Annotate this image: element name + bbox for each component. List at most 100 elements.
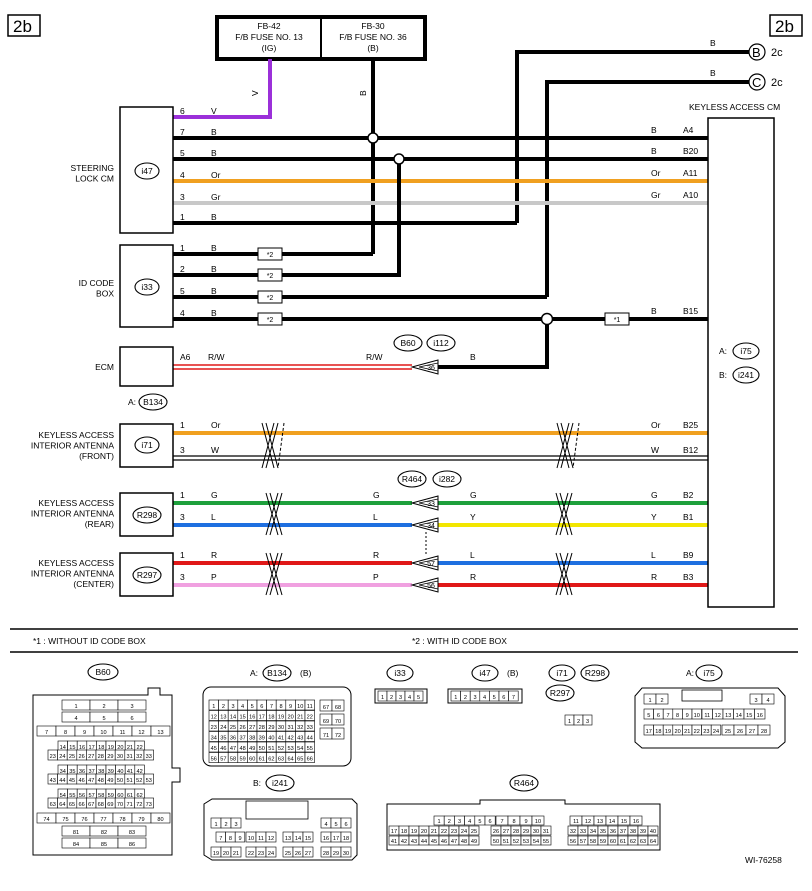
cv-b60-label: B60 (95, 667, 110, 677)
kcm-pin-B1: B1 (683, 512, 694, 522)
steering-name-line0: STEERING (71, 163, 114, 173)
cv-b60-row6-pin-49: 49 (107, 778, 113, 784)
cv-b134-suffix: (B) (300, 668, 312, 678)
cv-r464-r0c-pin-15: 15 (621, 819, 627, 825)
cv-i75-row1a-pin-10: 10 (694, 713, 700, 719)
steering-wire-color-5: B (211, 148, 217, 158)
cv-r464-r1c-pin-39: 39 (640, 829, 646, 835)
cv-i47-oval (471, 664, 499, 682)
cv-i47-pin-3: 3 (473, 695, 476, 701)
cv-i241-r0a-pin-1: 1 (214, 822, 217, 828)
cv-b60-row4-pin-26: 26 (78, 754, 84, 760)
cv-b60-row10-pin-81: 81 (73, 830, 79, 836)
cv-i75-row1b-pin-14: 14 (736, 713, 742, 719)
ecm-joint-out-color: B (470, 352, 476, 362)
twist-front-0-shield (277, 422, 285, 469)
center-conn-label: R297 (137, 570, 158, 580)
cv-b134-row2-pin-23: 23 (211, 725, 217, 731)
rear-pin-3: 3 (180, 512, 185, 522)
kcm-wire-color-A10: Gr (651, 190, 661, 200)
cv-r464-r1c-pin-32: 32 (570, 829, 576, 835)
cv-b134-row1-pin-20: 20 (287, 714, 293, 720)
rear-joint-in-color-57: R (373, 550, 379, 560)
kcm-pin-B20: B20 (683, 146, 698, 156)
cv-i75-row2a-pin-20: 20 (674, 729, 680, 735)
front-prefix-conn-label: B134 (143, 397, 163, 407)
cv-b60-row11-pin-86: 86 (129, 842, 135, 848)
cv-b60-row4-pin-27: 27 (88, 754, 94, 760)
cv-r464-r2c-pin-61: 61 (620, 839, 626, 845)
idbox-name-line0: ID CODE (79, 278, 115, 288)
twist-0-a (265, 492, 283, 536)
cv-i33-pin-3: 3 (399, 695, 402, 701)
rear-name-line2: (REAR) (85, 519, 114, 529)
cv-b134-row2-pin-31: 31 (287, 725, 293, 731)
cv-b134-row2-pin-29: 29 (268, 725, 274, 731)
twist-1-a (555, 492, 573, 536)
cv-r464-r1b-pin-30: 30 (533, 829, 539, 835)
twist-0-b (265, 492, 283, 536)
cv-r464-oval (509, 774, 539, 792)
cv-r464-r1c-pin-34: 34 (590, 829, 596, 835)
cv-b60-row6-pin-48: 48 (98, 778, 104, 784)
cv-b60-row3-pin-15: 15 (69, 745, 75, 751)
cv-b134-oval (262, 664, 292, 682)
kcm-wire-color-B2: G (651, 490, 658, 500)
cv-b60-row8-pin-73: 73 (146, 802, 152, 808)
front-pin-1: 1 (180, 420, 185, 430)
cv-b134-row3-pin-38: 38 (249, 735, 255, 741)
cv-b134-row0-pin-5: 5 (251, 704, 254, 710)
rear-joint-57-inner (418, 558, 439, 568)
kcm-conn-b-prefix: B: (719, 370, 727, 380)
cv-i241-r1d-cell-2 (340, 831, 352, 843)
cv-r464-r1c-pin-36: 36 (610, 829, 616, 835)
rear-joint-conn1-oval (397, 470, 427, 488)
cv-b60-row5-pin-36: 36 (79, 769, 85, 775)
cv-b134-row5-pin-59: 59 (239, 756, 245, 762)
cv-r464-r0b-pin-7: 7 (500, 819, 503, 825)
wire-label-offpage-c: B (710, 68, 716, 78)
cv-i75-oval (695, 664, 723, 682)
kcm-pin-B25: B25 (683, 420, 698, 430)
center-pin-1: 1 (180, 550, 185, 560)
cv-i241-r2d-cell-2 (340, 846, 352, 858)
cv-b134-row3-pin-39: 39 (259, 735, 265, 741)
rear-joint-34-inner (418, 520, 439, 530)
cv-i241-r1c-cell-2 (302, 831, 314, 843)
twist-3-b (555, 552, 573, 596)
cv-b134-right2-pin-71: 71 (323, 733, 329, 739)
cv-i241-r2a-pin-20: 20 (223, 851, 229, 857)
cv-b134-row0-pin-8: 8 (279, 704, 282, 710)
cv-b60-row5-pin-42: 42 (136, 769, 142, 775)
front-wire-color-3: W (211, 445, 219, 455)
cv-i75-row1a-cell-5 (691, 708, 702, 720)
kcm-conn-a-prefix: A: (719, 346, 727, 356)
kcm-conn-b-oval (732, 366, 760, 384)
front-pin-3: 3 (180, 445, 185, 455)
wire-offpage-c (545, 80, 749, 297)
cv-i75-row1a-pin-7: 7 (666, 713, 669, 719)
cv-i75-row2a-pin-22: 22 (694, 729, 700, 735)
ecm-box (119, 346, 174, 387)
steering-wire-color-3: Gr (211, 192, 221, 202)
star2-mark-4: *2 (267, 317, 274, 324)
cv-i75-row1b-pin-11: 11 (704, 713, 710, 719)
cv-ant-1-label: i71 (556, 668, 568, 678)
cv-b134-right2-pin-72: 72 (335, 733, 341, 739)
cv-i241-r2d-pin-29: 29 (333, 851, 339, 857)
cv-i241-r1a-pin-9: 9 (238, 836, 241, 842)
twist-front-1-shield (572, 422, 580, 469)
cv-b134-row3-pin-41: 41 (278, 735, 284, 741)
cv-b60-row8-pin-71: 71 (126, 802, 132, 808)
cv-i241-r0b-pin-6: 6 (344, 822, 347, 828)
cv-r464-r2a-pin-47: 47 (451, 839, 457, 845)
fuse-2-line3: (B) (367, 43, 379, 53)
kcm-pin-A10: A10 (683, 190, 698, 200)
cv-b60-row0-pin-1: 1 (74, 704, 77, 710)
front-name-line2: (FRONT) (79, 451, 114, 461)
ecm-joint-outer (410, 359, 439, 375)
cv-i241-r1d-pin-17: 17 (333, 836, 339, 842)
cv-b60-row4-pin-31: 31 (126, 754, 132, 760)
cv-b134-right0-pin-68: 68 (335, 705, 341, 711)
cv-b60-row7-pin-60: 60 (117, 793, 123, 799)
